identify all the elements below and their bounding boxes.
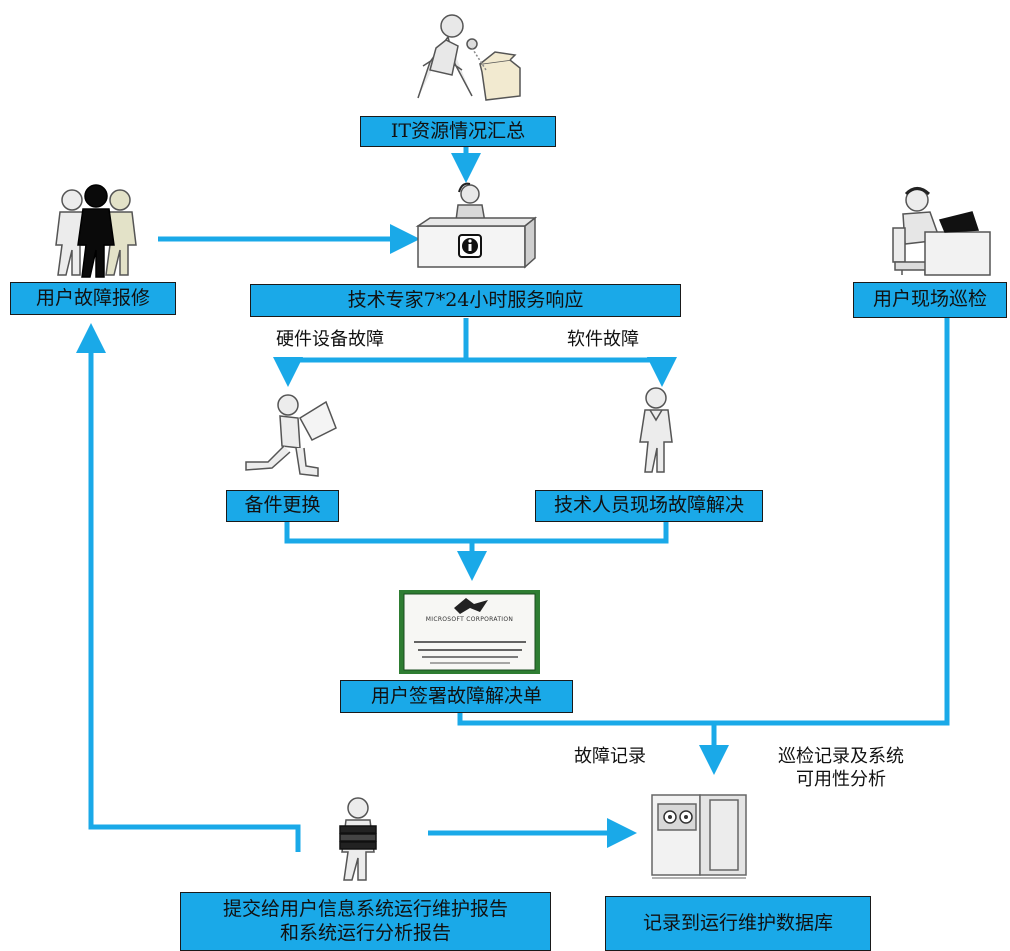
edge-label-software-fault: 软件故障 [567,329,639,350]
connector-merge [284,522,669,544]
report-carrier-figure [339,797,377,881]
node-tech-onsite: 技术人员现场故障解决 [535,490,763,522]
node-submit-report: 提交给用户信息系统运行维护报告 和系统运行分析报告 [180,892,551,951]
connector-split-software [466,357,677,387]
inspection-figure [892,187,991,276]
node-it-summary-label: IT资源情况汇总 [390,119,526,142]
node-record-db-label: 记录到运行维护数据库 [642,911,833,934]
inspector-figure [417,14,521,101]
node-onsite-inspection-label: 用户现场巡检 [872,288,987,311]
certificate-figure [399,590,540,674]
connector-split [273,318,469,387]
node-submit-report-line2: 和系统运行分析报告 [279,921,451,944]
server-cabinet-figure [651,794,747,879]
edge-label-inspection-record: 巡检记录及系统 可用性分析 [778,745,904,792]
edge-label-fault-record: 故障记录 [574,746,646,767]
node-record-db: 记录到运行维护数据库 [605,896,871,951]
node-user-sign-label: 用户签署故障解决单 [370,684,542,707]
node-spare-replace: 备件更换 [226,490,339,522]
connector-sign-to-db [457,318,950,726]
technician-figure [639,387,673,473]
certificate-header: MICROSOFT CORPORATION [425,616,514,623]
node-it-summary: IT资源情况汇总 [360,116,556,147]
user-group-figure [55,184,137,278]
node-expert-response: 技术专家7*24小时服务响应 [250,284,681,317]
node-user-report: 用户故障报修 [10,282,176,315]
node-user-sign: 用户签署故障解决单 [340,680,573,713]
helpdesk-figure [415,182,538,269]
node-onsite-inspection: 用户现场巡检 [853,282,1007,318]
spare-part-carrier-figure [245,394,337,477]
edge-label-inspection-record-line2: 可用性分析 [796,769,886,791]
node-submit-report-line1: 提交给用户信息系统运行维护报告 [222,897,508,920]
edge-label-inspection-record-line1: 巡检记录及系统 [778,746,904,767]
connector-submit-to-report [76,323,301,852]
node-user-report-label: 用户故障报修 [35,286,150,309]
node-tech-onsite-label: 技术人员现场故障解决 [553,494,744,517]
node-spare-replace-label: 备件更换 [244,494,321,517]
node-expert-response-label: 技术专家7*24小时服务响应 [347,288,584,311]
edge-label-hardware-fault: 硬件设备故障 [276,329,384,350]
